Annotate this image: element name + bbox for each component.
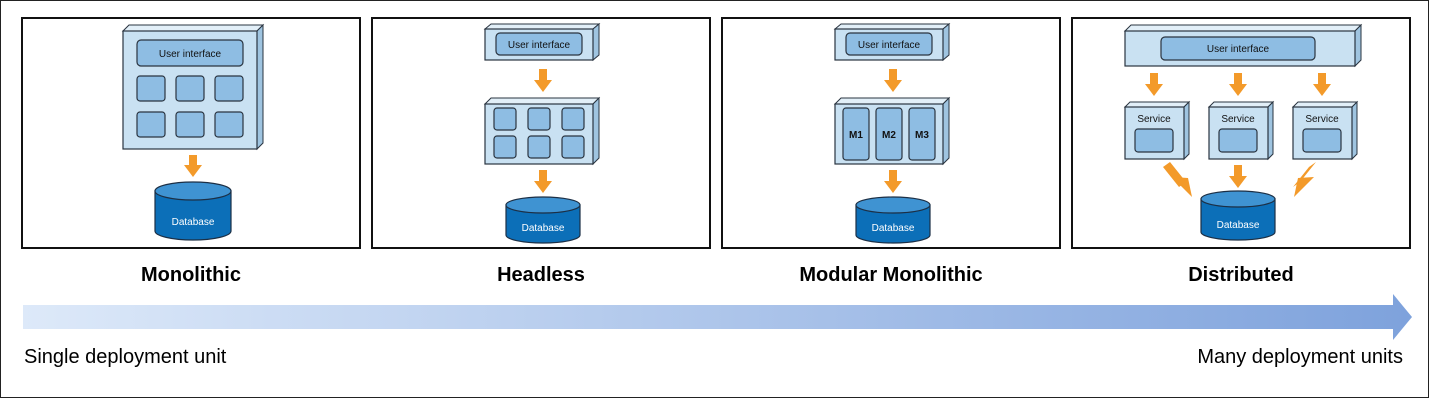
service-label: Service xyxy=(1221,114,1255,125)
down-arrow-icon xyxy=(1145,73,1331,96)
module-cell xyxy=(527,107,551,131)
ui-block: User interface xyxy=(833,22,951,62)
deployment-scale-arrow xyxy=(23,294,1412,340)
monolith-block: User interface xyxy=(121,23,265,151)
diagonal-arrow-icon xyxy=(1163,162,1316,197)
ui-button xyxy=(495,32,583,56)
caption-modular-monolithic: Modular Monolithic xyxy=(799,264,983,286)
ui-label: User interface xyxy=(1207,44,1270,55)
module-cell xyxy=(175,111,205,138)
module-cell xyxy=(561,107,585,131)
ui-label: User interface xyxy=(858,40,921,51)
down-arrow-icon xyxy=(884,69,902,92)
modular-block: M1 M2 M3 xyxy=(833,96,951,166)
database-label: Database xyxy=(522,223,565,234)
module-m2 xyxy=(875,107,903,161)
ui-button xyxy=(1160,36,1316,61)
module-cell xyxy=(136,75,166,102)
down-arrow-icon xyxy=(184,155,202,177)
single-deployment-label: Single deployment unit xyxy=(24,346,227,368)
service-box: Service xyxy=(1291,100,1359,161)
module-cell xyxy=(561,135,585,159)
module-cell xyxy=(175,75,205,102)
ui-block: User interface xyxy=(1123,23,1363,68)
module-cell xyxy=(214,111,244,138)
module-m1 xyxy=(842,107,870,161)
panel-modular-monolithic: User interface M1 M2 M3 xyxy=(721,17,1061,249)
diagram-frame: User interface Database xyxy=(0,0,1429,398)
module-cell xyxy=(493,135,517,159)
caption-monolithic: Monolithic xyxy=(141,264,241,286)
module-label: M3 xyxy=(915,130,929,141)
down-arrow-icon xyxy=(534,170,552,193)
panel-monolithic: User interface Database xyxy=(21,17,361,249)
module-cell xyxy=(527,135,551,159)
module-m3 xyxy=(908,107,936,161)
database-label: Database xyxy=(872,223,915,234)
ui-button xyxy=(136,39,244,67)
ui-button xyxy=(845,32,933,56)
database-label: Database xyxy=(172,217,215,228)
module-cell xyxy=(136,111,166,138)
many-deployment-label: Many deployment units xyxy=(1197,346,1403,368)
database-icon: Database xyxy=(1200,190,1276,241)
module-cell xyxy=(493,107,517,131)
caption-distributed: Distributed xyxy=(1188,264,1294,286)
service-box: Service xyxy=(1207,100,1275,161)
ui-label: User interface xyxy=(508,40,571,51)
database-icon: Database xyxy=(855,196,931,244)
ui-block: User interface xyxy=(483,22,601,62)
module-label: M2 xyxy=(882,130,896,141)
database-icon: Database xyxy=(505,196,581,244)
module-label: M1 xyxy=(849,130,863,141)
backend-block xyxy=(483,96,601,166)
panel-headless: User interface xyxy=(371,17,711,249)
down-arrow-icon xyxy=(884,170,902,193)
service-label: Service xyxy=(1305,114,1339,125)
caption-headless: Headless xyxy=(497,264,585,286)
panel-distributed: User interface Service Se xyxy=(1071,17,1411,249)
ui-label: User interface xyxy=(159,49,222,60)
down-arrow-icon xyxy=(1229,165,1247,188)
service-box: Service xyxy=(1123,100,1191,161)
module-cell xyxy=(214,75,244,102)
down-arrow-icon xyxy=(534,69,552,92)
service-label: Service xyxy=(1137,114,1171,125)
database-icon: Database xyxy=(154,181,232,241)
database-label: Database xyxy=(1217,220,1260,231)
